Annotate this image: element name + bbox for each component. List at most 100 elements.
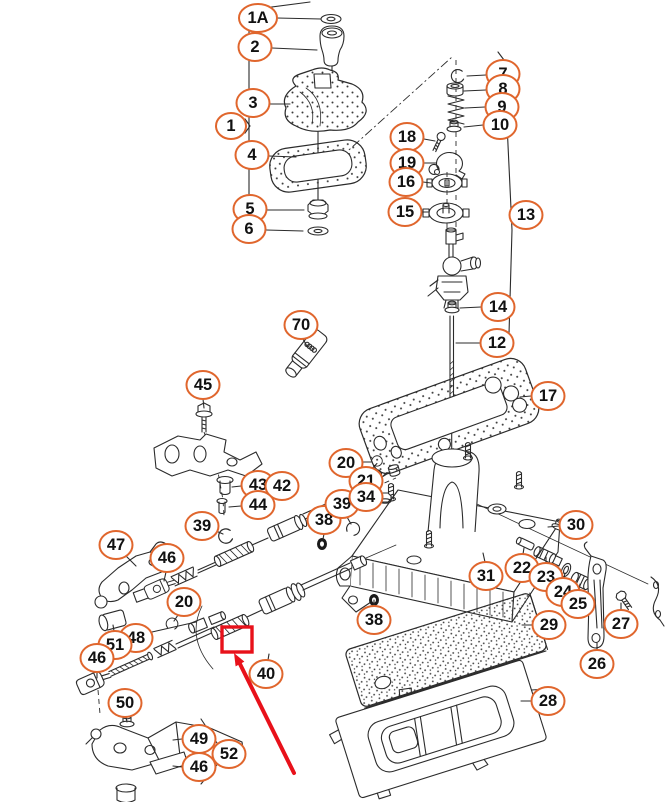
bushing-8-sketch (446, 82, 464, 97)
highlight-arrow-head (234, 653, 245, 667)
callout-label: 47 (107, 536, 125, 554)
cap-51-sketch (98, 609, 127, 632)
callout-label: 39 (333, 495, 351, 513)
callout-47: 47 (98, 530, 134, 560)
callout-label: 27 (612, 615, 630, 633)
callout-label: 8 (498, 80, 507, 98)
callout-label: 30 (567, 516, 585, 534)
callout-40: 40 (248, 659, 284, 689)
callout-12: 12 (479, 328, 515, 358)
callout-1A: 1A (238, 3, 278, 33)
housing-tower-sketch (427, 448, 480, 533)
callout-label: 50 (116, 694, 134, 712)
callout-label: 70 (292, 316, 310, 334)
callout-label: 22 (513, 559, 531, 577)
callout-3: 3 (235, 88, 271, 118)
callout-label: 10 (491, 116, 509, 134)
callout-label: 20 (337, 454, 355, 472)
callout-10: 10 (482, 110, 518, 140)
callout-label: 40 (257, 665, 275, 683)
pivot-parts-sketch (515, 516, 665, 649)
callout-15: 15 (387, 197, 423, 227)
callout-44: 44 (240, 490, 276, 520)
detent-stack-sketch (422, 60, 470, 232)
callout-label: 31 (477, 567, 495, 585)
callout-label: 38 (365, 611, 383, 629)
knob-group-sketch (248, 1, 453, 238)
support-bracket-45-sketch (153, 402, 263, 517)
callout-46: 46 (79, 643, 115, 673)
callout-38: 38 (356, 605, 392, 635)
cup-15-sketch (422, 202, 470, 224)
callout-label: 52 (220, 745, 238, 763)
callout-label: 17 (539, 387, 557, 405)
frame-sketch (269, 139, 367, 193)
callout-label: 20 (175, 593, 193, 611)
callout-46: 46 (149, 543, 185, 573)
callout-label: 13 (517, 206, 535, 224)
callout-2: 2 (237, 32, 273, 62)
callout-20: 20 (166, 587, 202, 617)
callout-18: 18 (389, 122, 425, 152)
highlight-arrow-shaft (238, 662, 296, 775)
callout-label: 1 (226, 117, 235, 135)
highlight-box (220, 625, 254, 654)
callout-label: 1A (247, 9, 268, 27)
callout-label: 9 (497, 98, 506, 116)
callout-label: 44 (249, 496, 268, 514)
callout-46: 46 (181, 752, 217, 782)
callout-49: 49 (181, 724, 217, 754)
highlight-41 (220, 625, 296, 775)
bushings-48-sketch (188, 611, 227, 634)
grease-tube-70-sketch (285, 329, 328, 378)
callout-6: 6 (231, 214, 267, 244)
callout-label: 14 (489, 298, 508, 316)
callout-52: 52 (211, 739, 247, 769)
callout-1: 1 (215, 112, 247, 140)
callout-label: 5 (245, 200, 254, 218)
callout-label: 15 (396, 203, 414, 221)
callout-label: 38 (315, 511, 333, 529)
callout-30: 30 (558, 510, 594, 540)
callout-16: 16 (388, 167, 424, 197)
boot-sketch (283, 67, 367, 132)
callout-17: 17 (530, 381, 566, 411)
callout-70: 70 (283, 310, 319, 340)
callout-34: 34 (348, 482, 384, 512)
callout-26: 26 (579, 649, 615, 679)
callout-29: 29 (531, 610, 567, 640)
callout-label: 12 (488, 334, 506, 352)
callout-label: 34 (357, 488, 376, 506)
callout-label: 39 (193, 517, 211, 535)
knob-nut-sketch (307, 199, 329, 220)
shift-knob-sketch (319, 25, 345, 67)
callout-label: 45 (194, 376, 212, 394)
callout-label: 29 (540, 616, 558, 634)
cover-plate-17-sketch (358, 357, 540, 484)
bushing-21-sketch (387, 464, 401, 477)
callout-label: 18 (398, 128, 416, 146)
knob-lower-washer-sketch (307, 226, 329, 236)
callout-39: 39 (184, 511, 220, 541)
callout-31: 31 (468, 561, 504, 591)
callout-label: 28 (539, 692, 557, 710)
callout-label: 4 (247, 146, 257, 164)
callout-bubbles: 1A23145678910181916151314121770454342443… (79, 3, 639, 782)
callout-label: 25 (569, 595, 587, 613)
callout-label: 16 (397, 173, 415, 191)
callout-50: 50 (107, 688, 143, 718)
callout-4: 4 (234, 140, 270, 170)
bushing-43-sketch (216, 475, 234, 496)
callout-27: 27 (603, 609, 639, 639)
screw-18-sketch (432, 131, 446, 153)
callout-label: 42 (273, 477, 291, 495)
callout-label: 26 (588, 655, 606, 673)
callout-label: 6 (244, 220, 253, 238)
callout-25: 25 (560, 589, 596, 619)
callout-label: 2 (250, 38, 259, 56)
callout-label: 3 (248, 94, 257, 112)
callout-label: 46 (158, 549, 176, 567)
bushing-44-sketch (216, 497, 228, 515)
callout-28: 28 (530, 686, 566, 716)
